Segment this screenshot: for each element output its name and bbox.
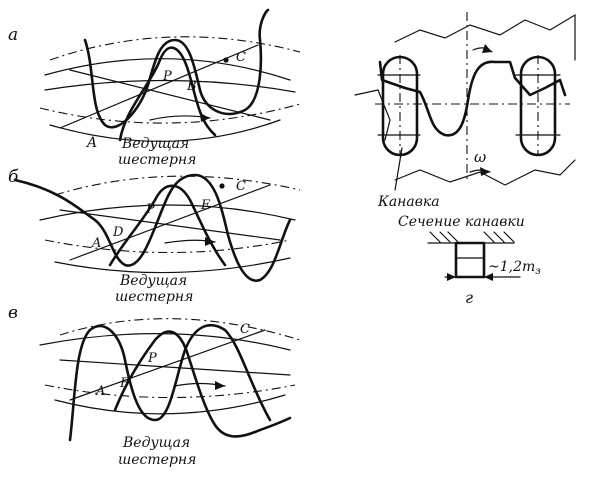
caption-v-line1: Ведущая bbox=[122, 435, 190, 451]
label-b-point-d: D bbox=[112, 225, 124, 240]
dim-arrowhead-right bbox=[484, 273, 493, 281]
groove-leader-line bbox=[394, 147, 403, 191]
pitch-arc-lower bbox=[44, 239, 291, 254]
dedendum-arc-lower bbox=[54, 257, 291, 274]
label-a-point-a: A bbox=[85, 135, 97, 151]
omega-symbol: ω bbox=[474, 148, 486, 166]
dedendum-arc-lower bbox=[54, 394, 286, 415]
arrowhead-b bbox=[205, 237, 215, 246]
gear-b-profile bbox=[13, 173, 292, 282]
base-arc bbox=[44, 79, 296, 93]
dimension-label: ~1,2mз bbox=[488, 259, 541, 277]
label-a-point-b: B bbox=[186, 79, 197, 94]
label-v-point-p: P bbox=[147, 351, 157, 366]
panel-g: ω Канавка Сечение канавки ~1,2mз г bbox=[354, 12, 576, 307]
panel-a: а A P B C Ведущая шестерня bbox=[8, 8, 301, 168]
gear-g-tooth-profile bbox=[378, 60, 567, 137]
pitch-arc-upper bbox=[49, 36, 301, 61]
section-outline-top bbox=[427, 242, 515, 259]
caption-b-line2: шестерня bbox=[115, 289, 193, 305]
label-b-point-c: C bbox=[236, 179, 246, 194]
label-v-point-c: C bbox=[240, 322, 250, 337]
gear-bottom-breakline bbox=[394, 159, 576, 186]
pitch-arc-upper bbox=[59, 318, 301, 341]
panel-v-letter: в bbox=[8, 303, 18, 323]
panel-b: б A D P E C Ведущая шестерня bbox=[8, 167, 301, 305]
arrowhead-g-lower bbox=[480, 167, 490, 176]
panel-b-letter: б bbox=[8, 167, 19, 187]
arrowhead-a bbox=[200, 113, 210, 122]
gear-v-profile bbox=[68, 324, 272, 442]
label-v-point-a: A bbox=[95, 384, 105, 399]
arrowhead-v bbox=[215, 381, 225, 390]
groove-right bbox=[519, 55, 557, 157]
groove-left bbox=[381, 55, 419, 157]
pitch-arc-lower bbox=[39, 103, 301, 124]
dim-arrowhead-left bbox=[447, 273, 456, 281]
point-c-a bbox=[223, 57, 229, 63]
pitch-arc-upper bbox=[54, 175, 301, 196]
groove-section-slot bbox=[454, 241, 486, 279]
label-a-point-c: C bbox=[236, 50, 246, 65]
gear-b-mating-profile bbox=[108, 184, 227, 267]
panel-g-letter: г bbox=[465, 288, 473, 307]
panel-a-letter: а bbox=[8, 25, 18, 45]
line-of-action bbox=[69, 184, 271, 261]
groove-section bbox=[427, 231, 521, 281]
addendum-arc-upper bbox=[39, 204, 296, 221]
addendum-arc-upper bbox=[39, 333, 291, 351]
gear-top-breakline bbox=[394, 13, 576, 61]
groove-label: Канавка bbox=[377, 194, 440, 210]
arrowhead-g-upper bbox=[482, 44, 492, 53]
caption-a-line1: Ведущая bbox=[121, 136, 189, 152]
gear-a-mating-profile bbox=[118, 46, 217, 142]
label-b-point-p: P bbox=[145, 202, 155, 217]
point-c-b bbox=[219, 183, 225, 189]
gear-v-mating-profile bbox=[113, 330, 292, 438]
caption-b-line1: Ведущая bbox=[119, 273, 187, 289]
common-normal bbox=[69, 69, 271, 121]
dedendum-arc-lower bbox=[49, 119, 281, 142]
panel-v: в A F P C Ведущая шестерня bbox=[8, 303, 301, 468]
section-hatching bbox=[429, 231, 515, 243]
gear-a-profile bbox=[83, 8, 270, 129]
label-b-point-e: E bbox=[200, 198, 211, 213]
caption-a-line2: шестерня bbox=[118, 152, 196, 168]
section-title: Сечение канавки bbox=[398, 214, 525, 230]
common-normal bbox=[59, 359, 291, 376]
caption-v-line2: шестерня bbox=[118, 452, 196, 468]
common-normal bbox=[59, 209, 281, 241]
label-b-point-a: A bbox=[91, 236, 101, 251]
label-v-point-f: F bbox=[119, 376, 130, 391]
label-a-point-p: P bbox=[162, 69, 172, 84]
gear-left-breakline bbox=[354, 89, 391, 141]
